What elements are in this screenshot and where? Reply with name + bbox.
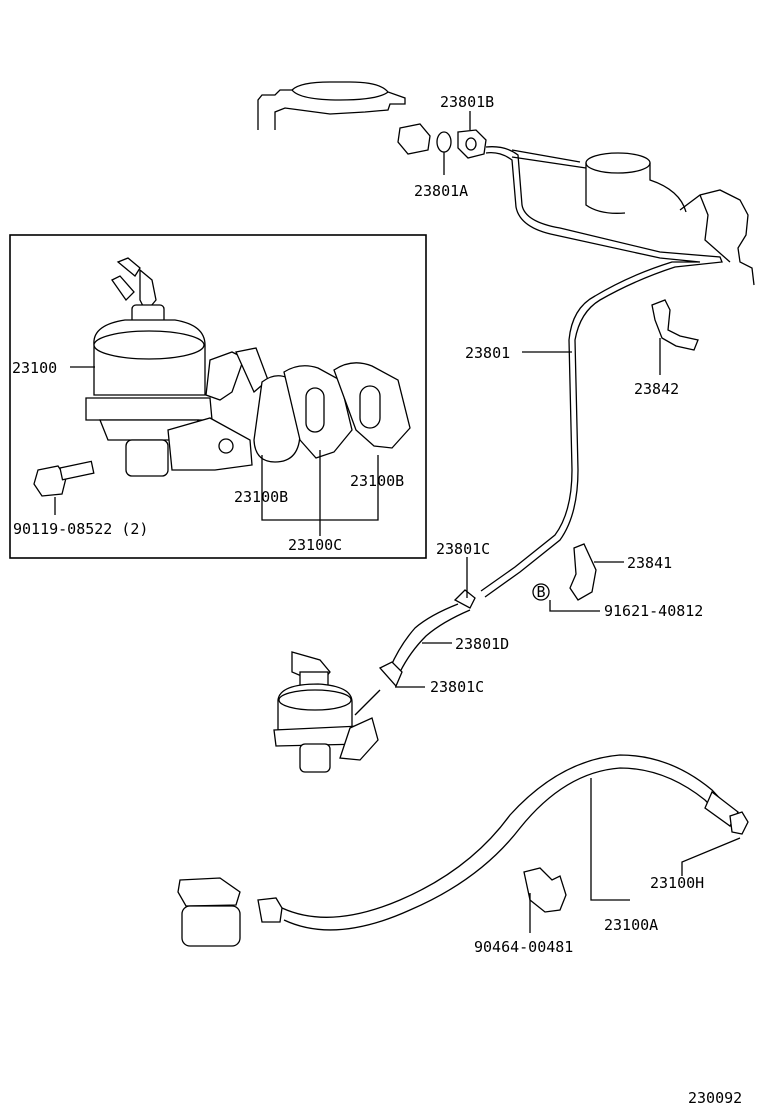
label-23100B-left: 23100B	[234, 488, 288, 506]
fuel-inlet-cap	[585, 152, 687, 214]
clip-90464	[523, 867, 567, 913]
label-23100B-right: 23100B	[350, 472, 404, 490]
fuel-line-23801	[480, 146, 723, 598]
fuel-pump-inset-box	[9, 234, 427, 559]
fuel-pump-23100	[85, 257, 269, 477]
label-23100H: 23100H	[650, 874, 704, 892]
label-23801B: 23801B	[440, 93, 494, 111]
gaskets-23100B	[253, 362, 411, 463]
union-fittings	[397, 123, 487, 159]
inset-leader-lines	[54, 366, 379, 536]
label-23100A: 23100A	[604, 916, 658, 934]
b-callout-letter: B	[536, 583, 545, 601]
hose-23801D	[378, 589, 476, 688]
label-91621-40812: 91621-40812	[604, 602, 703, 620]
label-23841: 23841	[627, 554, 672, 572]
label-23801: 23801	[465, 344, 510, 362]
fuel-pump-lower	[273, 651, 381, 773]
clamp-23841: B	[532, 543, 597, 601]
label-23801C-bottom: 23801C	[430, 678, 484, 696]
label-23801A: 23801A	[414, 182, 468, 200]
label-23801D: 23801D	[455, 635, 509, 653]
label-90119-08522: 90119-08522 (2)	[13, 520, 148, 538]
label-23100: 23100	[12, 359, 57, 377]
fuel-hose-23100A	[281, 754, 749, 931]
main-leader-lines	[395, 111, 741, 933]
engine-outline	[257, 81, 755, 286]
clamp-23842	[651, 299, 699, 351]
fuel-filter	[177, 877, 283, 947]
label-23100C: 23100C	[288, 536, 342, 554]
b-callout	[532, 583, 550, 601]
label-90464-00481: 90464-00481	[474, 938, 573, 956]
label-23842: 23842	[634, 380, 679, 398]
figure-number: 230092	[688, 1089, 742, 1107]
bolt-90119	[33, 460, 95, 497]
label-23801C-top: 23801C	[436, 540, 490, 558]
